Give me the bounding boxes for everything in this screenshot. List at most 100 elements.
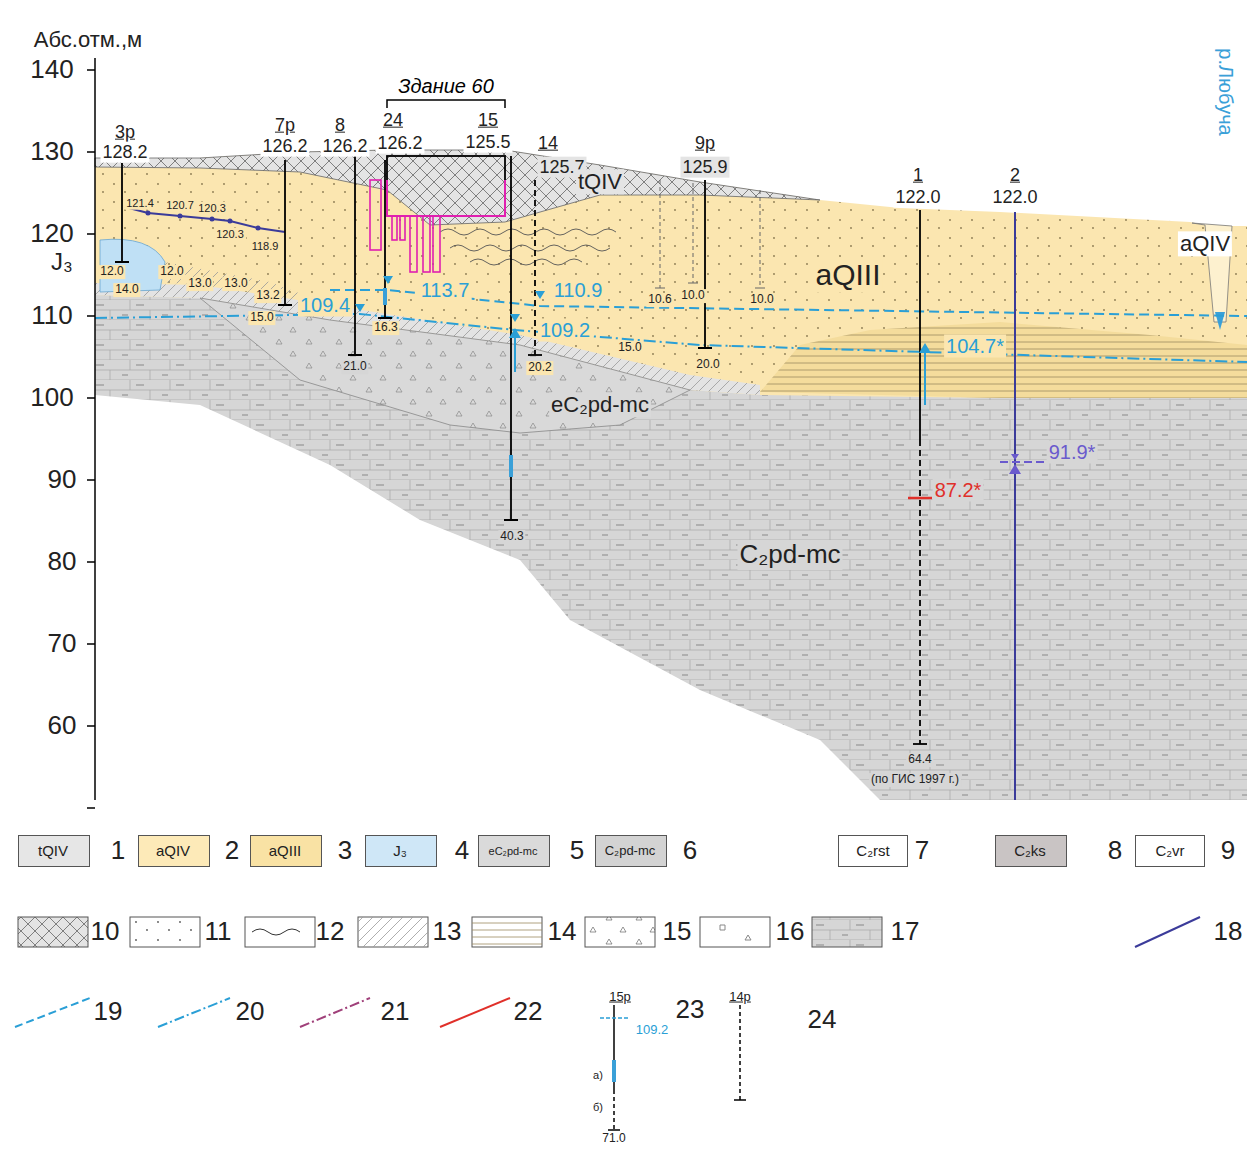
label-text: 113.7	[419, 279, 472, 302]
label-text: C₂pd-mc	[737, 540, 842, 570]
legend-number: 12	[314, 917, 347, 947]
label-text: 120.3	[196, 202, 228, 215]
label-text: 71.0	[600, 1132, 627, 1146]
label-text: 109.2	[538, 319, 592, 342]
label-text: 12.0	[158, 265, 185, 279]
label-text: aQIII	[813, 258, 882, 293]
label-text: 126.2	[320, 136, 369, 157]
legend-number: 6	[681, 836, 699, 866]
legend-number: 23	[674, 995, 707, 1025]
label-text: 110	[29, 301, 74, 331]
label-text: 20.2	[526, 361, 553, 375]
legend-number: 21	[379, 997, 412, 1027]
label-text: eC₂pd-mc	[549, 392, 651, 417]
label-text: 1	[911, 165, 925, 186]
label-text: C₂rst	[854, 842, 891, 859]
label-text: 16.3	[372, 321, 399, 335]
label-text: C₂ks	[1012, 842, 1048, 859]
legend-number: 11	[203, 917, 234, 947]
label-text: 125.5	[463, 132, 512, 153]
building-name: Здание 60	[398, 75, 494, 98]
legend-number: 5	[568, 836, 586, 866]
label-text: 15.0	[248, 311, 275, 325]
label-text: 7р	[273, 115, 297, 136]
label-text: 104.7*	[944, 335, 1006, 358]
label-text: aQIII	[267, 842, 304, 859]
label-text: 12.0	[98, 265, 125, 279]
label-text: 21.0	[341, 360, 368, 374]
label-text: 87.2*	[933, 479, 984, 502]
label-text: 140	[28, 55, 75, 85]
label-text: 118.9	[250, 240, 281, 253]
label-text: 24	[381, 110, 405, 131]
legend-number: 20	[234, 997, 267, 1027]
label-text: 14.0	[113, 283, 140, 297]
label-text: (по ГИС 1997 г.)	[869, 773, 961, 787]
label-text: 110.9	[552, 279, 605, 302]
legend-number: 1	[109, 836, 127, 866]
label-text: 13.2	[254, 289, 281, 303]
label-text: tQIV	[576, 169, 624, 194]
label-text: C₂vr	[1153, 842, 1186, 859]
legend-number: 7	[913, 836, 931, 866]
label-text: 121.4	[124, 197, 156, 210]
legend-number: 4	[453, 836, 471, 866]
label-text: 60	[46, 711, 79, 741]
label-text: 2	[1008, 165, 1022, 186]
label-text: 109.4	[298, 294, 352, 317]
label-text: 122.0	[990, 187, 1039, 208]
label-text: 8	[333, 115, 347, 136]
legend-number: 17	[889, 917, 922, 947]
label-text: 15.0	[616, 341, 643, 355]
label-text: 120	[28, 219, 75, 249]
label-text: а)	[591, 1069, 605, 1082]
label-text: 13.0	[222, 277, 249, 291]
label-text: 40.3	[498, 530, 525, 544]
label-text: 20.0	[694, 358, 721, 372]
legend-number: 18	[1212, 917, 1245, 947]
legend-number: 13	[431, 917, 464, 947]
label-text: 10.6	[646, 293, 673, 307]
label-text: 9р	[693, 133, 717, 154]
label-text: 120.3	[214, 228, 246, 241]
label-text: 90	[46, 465, 79, 495]
label-text: 126.2	[260, 136, 309, 157]
legend-number: 14	[546, 917, 579, 947]
legend-number: 24	[806, 1005, 839, 1035]
label-text: eC₂pd-mc	[487, 845, 540, 858]
label-text: Абс.отм.,м	[32, 27, 144, 52]
legend-number: 9	[1219, 836, 1237, 866]
legend-number: 22	[512, 997, 545, 1027]
label-text: aQIV	[154, 842, 192, 859]
label-text: 109.2	[634, 1023, 671, 1038]
label-text: 125.9	[680, 157, 729, 178]
label-text: 10.0	[748, 293, 775, 307]
label-text: tQIV	[36, 842, 70, 859]
legend-number: 2	[223, 836, 241, 866]
building-label: Здание 60	[398, 75, 494, 98]
label-text: 120.7	[164, 199, 196, 212]
legend-number: 3	[336, 836, 354, 866]
label-text: 80	[46, 547, 79, 577]
label-text: 13.0	[186, 277, 213, 291]
label-text: C₂pd-mc	[603, 844, 658, 859]
label-text: J₃	[391, 842, 409, 859]
label-text: 10.0	[679, 289, 706, 303]
label-text: 122.0	[893, 187, 942, 208]
legend-number: 10	[89, 917, 122, 947]
label-text: 15	[476, 110, 500, 131]
label-text: aQIV	[1178, 231, 1232, 256]
legend-number: 15	[661, 917, 694, 947]
label-text: 14	[536, 133, 560, 154]
label-text: J₃	[49, 248, 75, 276]
label-text: 64.4	[906, 753, 933, 767]
legend-number: 8	[1106, 836, 1124, 866]
legend-number: 19	[92, 997, 125, 1027]
label-text: 14р	[727, 990, 753, 1005]
label-text: 130	[28, 137, 75, 167]
legend-number: 16	[774, 917, 807, 947]
label-text: 128.2	[100, 142, 149, 163]
label-text: 126.2	[375, 133, 424, 154]
label-text: 15р	[607, 990, 633, 1005]
